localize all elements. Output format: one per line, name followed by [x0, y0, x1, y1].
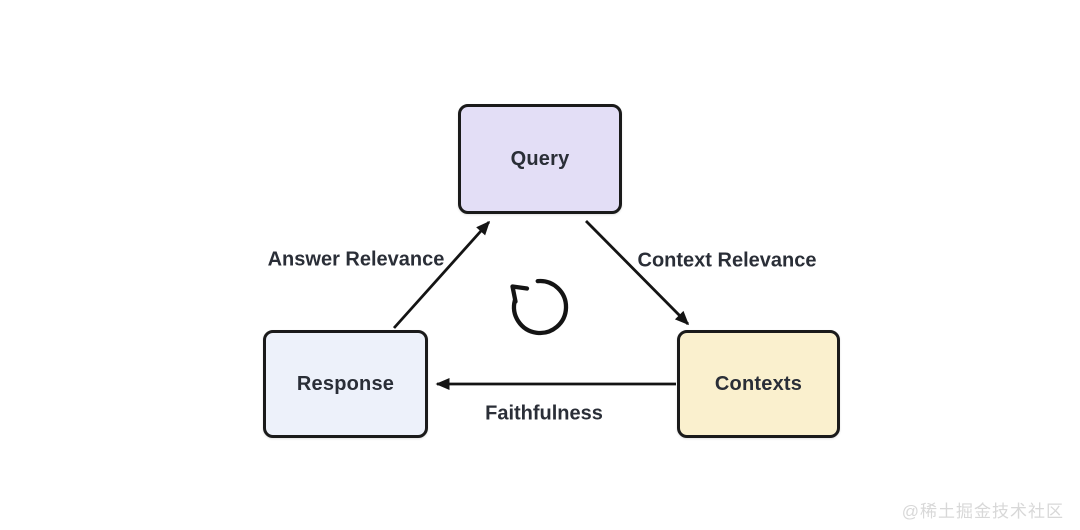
node-query-label: Query — [510, 147, 570, 170]
arrow-query-to-contexts — [585, 220, 690, 326]
node-contexts: Contexts — [677, 330, 840, 438]
edge-label-answer-relevance: Answer Relevance — [267, 248, 445, 271]
edge-label-faithfulness: Faithfulness — [485, 402, 603, 425]
arrow-response-to-query — [392, 220, 491, 329]
edge-label-context-relevance: Context Relevance — [637, 249, 817, 272]
node-response-label: Response — [296, 372, 395, 395]
node-query: Query — [458, 104, 622, 214]
node-contexts-label: Contexts — [714, 372, 803, 395]
counterclockwise-cycle-icon — [510, 278, 569, 336]
watermark: @稀土掘金技术社区 — [901, 502, 1064, 521]
node-response: Response — [263, 330, 428, 438]
